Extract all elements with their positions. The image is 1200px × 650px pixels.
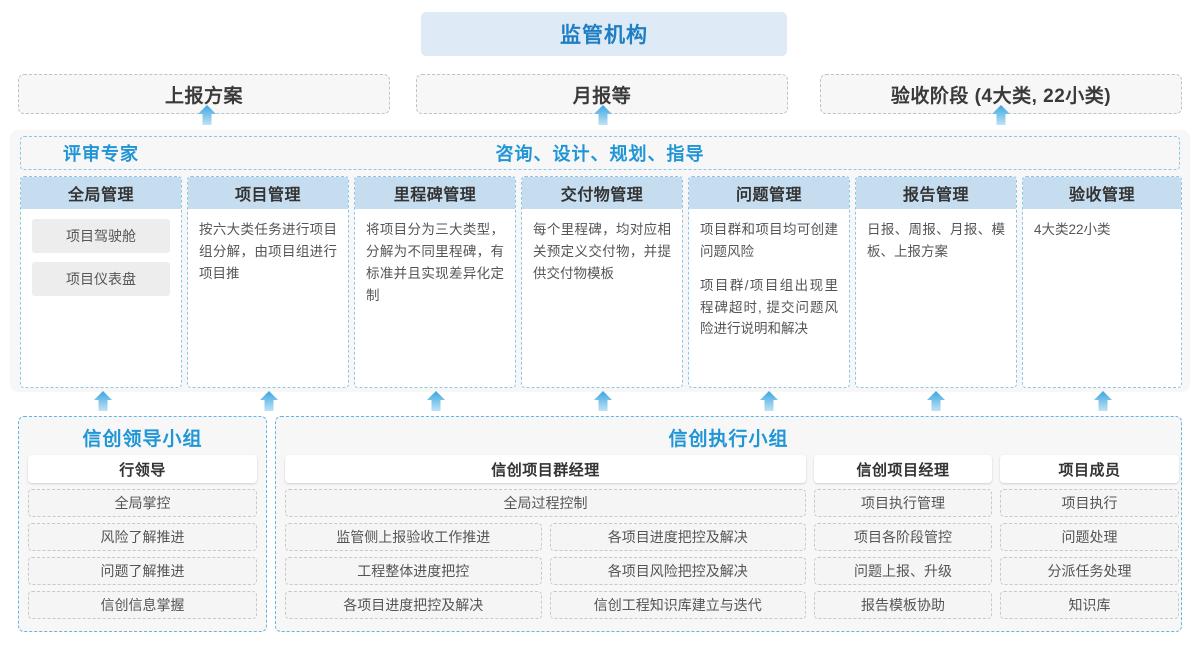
mgmt-card-acceptance: 验收管理 4大类22小类 [1022,176,1182,388]
exec-role-program-manager: 信创项目群经理 [285,455,806,483]
arrow-exec-to-acceptance-icon [1092,390,1114,412]
arrow-experts-to-plan-icon [196,104,218,126]
arrow-experts-to-accept-icon [990,104,1012,126]
report-label-plan: 上报方案 [164,85,243,107]
mgmt-card-text-report: 日报、周报、月报、模板、上报方案 [867,222,1005,259]
mgmt-card-body-project: 按六大类任务进行项目组分解，由项目组进行项目推 [188,209,348,293]
group-leader-item-3: 问题了解推进 [28,557,257,585]
exec-column-project-member: 项目成员 项目执行 问题处理 分派任务处理 知识库 [1000,455,1179,625]
regulator-title: 监管机构 [560,24,648,47]
mgmt-card-text-milestone: 将项目分为三大类型，分解为不同里程碑，有标准并且实现差异化定制 [366,222,504,303]
group-leader-title: 信创领导小组 [82,429,203,450]
mgmt-card-issue: 问题管理 项目群和项目均可创建问题风险 项目群/项目组出现里程碑超时, 提交问题… [688,176,850,388]
mgmt-pill-dashboard: 项目仪表盘 [32,262,170,296]
group-leader: 信创领导小组 行领导 全局掌控 风险了解推进 问题了解推进 信创信息掌握 [18,416,267,632]
group-exec-columns: 信创项目群经理 全局过程控制 监管侧上报验收工作推进 工程整体进度把控 各项目进… [276,455,1181,625]
exec-mem-item-2: 问题处理 [1000,523,1179,551]
mgmt-card-title-milestone: 里程碑管理 [355,177,515,209]
group-exec-title: 信创执行小组 [668,429,789,450]
mgmt-card-deliverable: 交付物管理 每个里程碑，均对应相关预定义交付物，并提供交付物模板 [521,176,683,388]
exec-pm-item-3: 问题上报、升级 [814,557,992,585]
mgmt-card-title-project: 项目管理 [188,177,348,209]
mgmt-card-text-issue-1: 项目群和项目均可创建问题风险 [700,222,838,259]
exec-pgm-twocol: 监管侧上报验收工作推进 工程整体进度把控 各项目进度把控及解决 各项目进度把控及… [285,523,806,625]
report-label-acceptance: 验收阶段 (4大类, 22小类) [890,85,1112,107]
experts-label-review: 评审专家 [63,144,139,164]
group-leader-item-2: 风险了解推进 [28,523,257,551]
mgmt-pill-cockpit: 项目驾驶舱 [32,219,170,253]
report-box-plan: 上报方案 [18,74,390,114]
arrow-exec-to-project-icon [258,390,280,412]
mgmt-card-body-acceptance: 4大类22小类 [1023,209,1181,249]
mgmt-card-body-deliverable: 每个里程碑，均对应相关预定义交付物，并提供交付物模板 [522,209,682,293]
arrow-exec-to-issue-icon [758,390,780,412]
mgmt-card-body-milestone: 将项目分为三大类型，分解为不同里程碑，有标准并且实现差异化定制 [355,209,515,314]
exec-column-project-manager: 信创项目经理 项目执行管理 项目各阶段管控 问题上报、升级 报告模板协助 [814,455,992,625]
report-label-month: 月报等 [572,85,632,107]
mgmt-card-report: 报告管理 日报、周报、月报、模板、上报方案 [855,176,1017,388]
mgmt-card-milestone: 里程碑管理 将项目分为三大类型，分解为不同里程碑，有标准并且实现差异化定制 [354,176,516,388]
exec-pgm-item-global: 全局过程控制 [285,489,806,517]
exec-mem-item-4: 知识库 [1000,591,1179,619]
arrow-leader-to-global-icon [92,390,114,412]
mgmt-card-title-acceptance: 验收管理 [1023,177,1181,209]
mgmt-card-title-deliverable: 交付物管理 [522,177,682,209]
exec-pgm-left-item-2: 工程整体进度把控 [285,557,542,585]
exec-column-program-manager: 信创项目群经理 全局过程控制 监管侧上报验收工作推进 工程整体进度把控 各项目进… [285,455,806,625]
mgmt-card-body-issue: 项目群和项目均可创建问题风险 项目群/项目组出现里程碑超时, 提交问题风险进行说… [689,209,849,348]
group-leader-item-1: 全局掌控 [28,489,257,517]
group-leader-stack: 行领导 全局掌控 风险了解推进 问题了解推进 信创信息掌握 [19,455,266,619]
arrow-exec-to-milestone-icon [425,390,447,412]
mgmt-card-title-report: 报告管理 [856,177,1016,209]
exec-pgm-left-item-3: 各项目进度把控及解决 [285,591,542,619]
exec-pgm-left-item-1: 监管侧上报验收工作推进 [285,523,542,551]
group-leader-role: 行领导 [28,455,257,483]
group-leader-item-4: 信创信息掌握 [28,591,257,619]
mgmt-card-body-report: 日报、周报、月报、模板、上报方案 [856,209,1016,271]
exec-pgm-right-item-3: 信创工程知识库建立与迭代 [549,591,806,619]
exec-pm-item-4: 报告模板协助 [814,591,992,619]
exec-mem-item-3: 分派任务处理 [1000,557,1179,585]
experts-label-consulting: 咨询、设计、规划、指导 [495,144,705,164]
exec-pgm-col-left: 监管侧上报验收工作推进 工程整体进度把控 各项目进度把控及解决 [285,523,542,625]
mgmt-card-body-global: 项目驾驶舱 项目仪表盘 [21,209,181,313]
exec-pm-item-1: 项目执行管理 [814,489,992,517]
exec-pgm-right-item-1: 各项目进度把控及解决 [549,523,806,551]
exec-pgm-right-item-2: 各项目风险把控及解决 [549,557,806,585]
arrow-experts-to-month-icon [592,104,614,126]
exec-pm-item-2: 项目各阶段管控 [814,523,992,551]
mgmt-card-project: 项目管理 按六大类任务进行项目组分解，由项目组进行项目推 [187,176,349,388]
arrow-exec-to-report-icon [925,390,947,412]
mgmt-card-title-global: 全局管理 [21,177,181,209]
arrow-exec-to-deliverable-icon [592,390,614,412]
exec-role-project-manager: 信创项目经理 [814,455,992,483]
exec-pgm-col-right: 各项目进度把控及解决 各项目风险把控及解决 信创工程知识库建立与迭代 [549,523,806,625]
mgmt-card-text-acceptance: 4大类22小类 [1034,222,1111,237]
regulator-box: 监管机构 [421,12,787,56]
experts-header-bar: 评审专家 咨询、设计、规划、指导 [20,136,1180,170]
mgmt-card-global: 全局管理 项目驾驶舱 项目仪表盘 [20,176,182,388]
mgmt-card-text-issue-2: 项目群/项目组出现里程碑超时, 提交问题风险进行说明和解决 [700,277,838,337]
exec-mem-item-1: 项目执行 [1000,489,1179,517]
mgmt-card-title-issue: 问题管理 [689,177,849,209]
exec-role-project-member: 项目成员 [1000,455,1179,483]
mgmt-card-text-project: 按六大类任务进行项目组分解，由项目组进行项目推 [199,222,337,281]
mgmt-card-text-deliverable: 每个里程碑，均对应相关预定义交付物，并提供交付物模板 [533,222,671,281]
group-exec: 信创执行小组 信创项目群经理 全局过程控制 监管侧上报验收工作推进 工程整体进度… [275,416,1182,632]
